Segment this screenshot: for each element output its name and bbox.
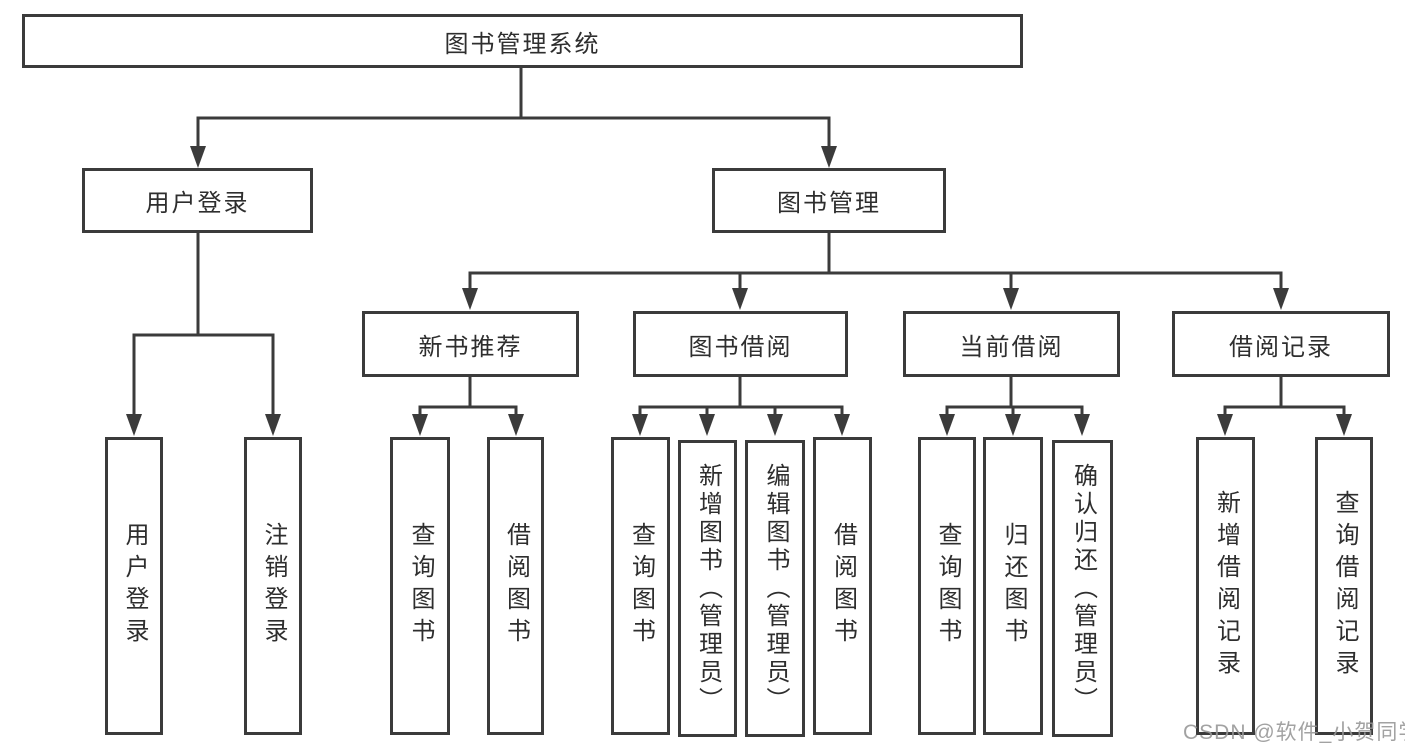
node-label: 新书推荐: [418, 333, 523, 361]
node-label: 借阅记录: [1229, 333, 1333, 361]
node-label: 用户登录: [145, 190, 250, 217]
node-label: 注销登录: [260, 522, 287, 650]
csdn-watermark: CSDN @软件_小贺同学: [1183, 721, 1405, 744]
node-label: 借阅图书: [502, 522, 530, 650]
node-label: 查询图书: [934, 522, 961, 650]
node-label: 查询图书: [407, 522, 434, 650]
leaf-user-login: 用户登录: [105, 437, 163, 735]
leaf-confirm-return-admin: 确认归还（管理员）: [1052, 440, 1113, 737]
leaf-query-borrow-record: 查询借阅记录: [1315, 437, 1373, 735]
node-current-borrowing: 当前借阅: [903, 311, 1120, 377]
node-label: 当前借阅: [959, 333, 1064, 361]
leaf-borrow-books-1: 借阅图书: [487, 437, 544, 735]
node-label: 新增图书（管理员）: [694, 462, 722, 715]
leaf-add-books-admin: 新增图书（管理员）: [678, 440, 737, 737]
node-label: 查询借阅记录: [1331, 490, 1358, 682]
node-label: 图书管理: [777, 190, 881, 217]
leaf-return-books: 归还图书: [983, 437, 1043, 735]
node-book-borrowing: 图书借阅: [633, 311, 848, 377]
leaf-query-books-1: 查询图书: [390, 437, 450, 735]
node-label: 归还图书: [1000, 522, 1027, 650]
leaf-query-books-3: 查询图书: [918, 437, 976, 735]
node-new-book-recommendation: 新书推荐: [362, 311, 579, 377]
node-label: 查询图书: [627, 522, 655, 650]
leaf-borrow-books-2: 借阅图书: [813, 437, 872, 735]
node-label: 编辑图书（管理员）: [762, 462, 789, 715]
leaf-edit-books-admin: 编辑图书（管理员）: [745, 440, 805, 737]
node-label: 用户登录: [121, 522, 148, 650]
node-label: 新增借阅记录: [1212, 490, 1240, 682]
node-user-login: 用户登录: [82, 168, 313, 233]
node-label: 借阅图书: [829, 522, 857, 650]
leaf-logout: 注销登录: [244, 437, 302, 735]
leaf-add-borrow-record: 新增借阅记录: [1196, 437, 1255, 735]
node-label: 图书管理系统: [444, 30, 601, 58]
node-book-management: 图书管理: [712, 168, 946, 233]
node-label: 确认归还（管理员）: [1069, 462, 1097, 715]
node-library-management-system: 图书管理系统: [22, 14, 1023, 68]
leaf-query-books-2: 查询图书: [611, 437, 670, 735]
node-borrowing-records: 借阅记录: [1172, 311, 1390, 377]
node-label: 图书借阅: [688, 333, 793, 361]
